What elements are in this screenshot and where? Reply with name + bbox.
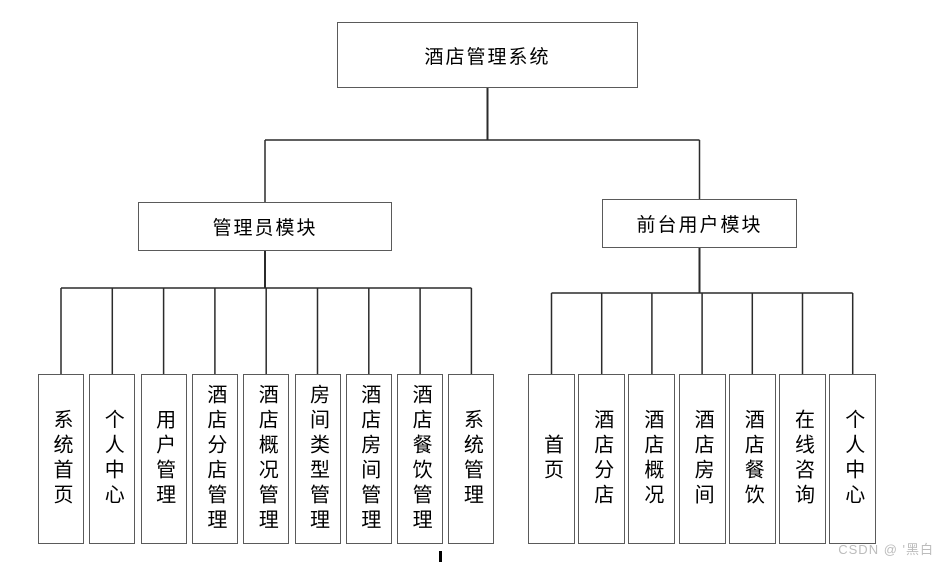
- branch-node-frontuser: 前台用户模块: [602, 199, 797, 248]
- leaf-node-admin-8: 系统管理: [448, 374, 495, 544]
- leaf-node-frontuser-5: 在线咨询: [779, 374, 826, 544]
- leaf-node-admin-4: 酒店概况管理: [243, 374, 290, 544]
- leaf-node-admin-1: 个人中心: [89, 374, 136, 544]
- leaf-node-admin-7: 酒店餐饮管理: [397, 374, 444, 544]
- leaf-node-admin-6: 酒店房间管理: [345, 374, 392, 544]
- branch-node-admin: 管理员模块: [138, 202, 392, 251]
- branch-admin-label: 管理员模块: [212, 218, 318, 239]
- leaf-node-frontuser-6: 个人中心: [829, 374, 877, 544]
- branch-frontuser-label: 前台用户模块: [636, 215, 763, 236]
- leaf-node-admin-3: 酒店分店管理: [191, 374, 238, 544]
- text-caret: [439, 551, 442, 562]
- root-node-label: 酒店管理系统: [424, 46, 551, 68]
- leaf-node-admin-2: 用户管理: [140, 374, 187, 544]
- leaf-node-frontuser-4: 酒店餐饮: [728, 374, 776, 544]
- leaf-node-frontuser-3: 酒店房间: [678, 374, 726, 544]
- leaf-node-frontuser-0: 首页: [528, 374, 575, 544]
- leaf-node-frontuser-1: 酒店分店: [578, 374, 626, 544]
- root-node: 酒店管理系统: [337, 22, 638, 88]
- leaf-node-admin-0: 系统首页: [38, 374, 84, 544]
- watermark: CSDN @ '黑白: [838, 542, 934, 557]
- leaf-node-admin-5: 房间类型管理: [294, 374, 341, 544]
- leaf-node-frontuser-2: 酒店概况: [628, 374, 676, 544]
